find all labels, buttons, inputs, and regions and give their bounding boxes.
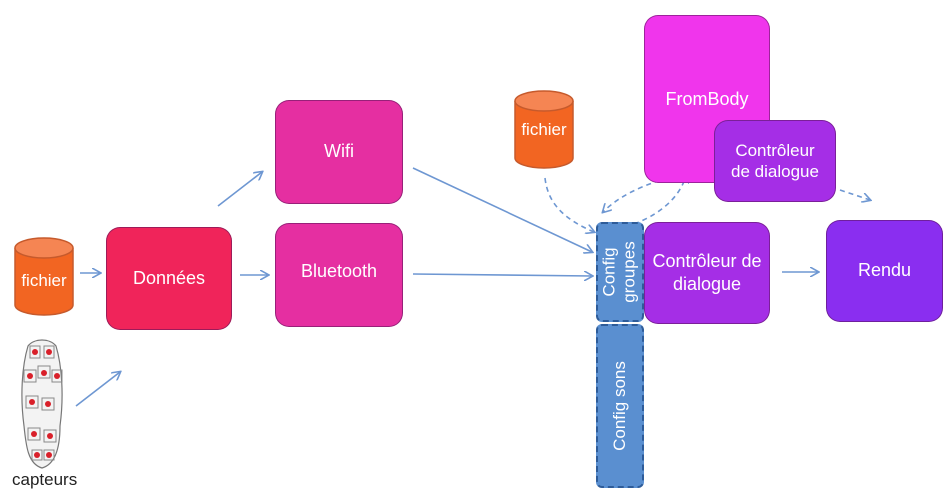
bluetooth-label: Bluetooth — [300, 261, 378, 282]
arrow-fichier-top-to-config — [544, 177, 594, 232]
database-icon — [14, 237, 74, 316]
frombody-node: FromBody — [644, 15, 770, 183]
config-groupes-node: Config groupes — [596, 222, 644, 322]
capteurs-label: capteurs — [12, 470, 78, 489]
capteurs-image — [14, 336, 70, 474]
wifi-label: Wifi — [324, 141, 354, 162]
controleur-main-node: Contrôleur de dialogue — [644, 222, 770, 324]
arrow-config-to-frombody — [633, 175, 686, 225]
fichier-left-cylinder: fichier — [13, 237, 75, 317]
controleur-small-label: Contrôleur de dialogue — [731, 140, 819, 181]
arrow-controleur-small-to-rendu — [839, 189, 870, 200]
controleur-main-label: Contrôleur de dialogue — [652, 250, 762, 294]
frombody-label: FromBody — [665, 89, 749, 109]
fichier-top-cylinder: fichier — [513, 90, 575, 170]
insole-sensor-icon — [21, 339, 63, 469]
donnees-label: Données — [132, 267, 206, 288]
rendu-node: Rendu — [826, 220, 943, 322]
arrow-donnees-to-wifi — [217, 172, 262, 207]
rendu-label: Rendu — [857, 260, 912, 281]
fichier-top-label: fichier — [521, 120, 567, 139]
config-groupes-label: Config groupes — [599, 241, 639, 303]
donnees-node: Données — [106, 227, 232, 330]
database-icon — [514, 90, 574, 169]
bluetooth-node: Bluetooth — [275, 223, 403, 327]
arrow-capteurs-to-donnees — [75, 372, 120, 407]
arrow-bluetooth-to-config — [412, 274, 592, 276]
config-sons-node: Config sons — [596, 324, 644, 488]
arrow-wifi-to-config — [412, 167, 592, 252]
fichier-left-label: fichier — [21, 271, 67, 290]
wifi-node: Wifi — [275, 100, 403, 204]
controleur-small-node: Contrôleur de dialogue — [714, 120, 836, 202]
config-sons-label: Config sons — [609, 361, 629, 451]
arrow-frombody-to-config — [603, 171, 686, 212]
